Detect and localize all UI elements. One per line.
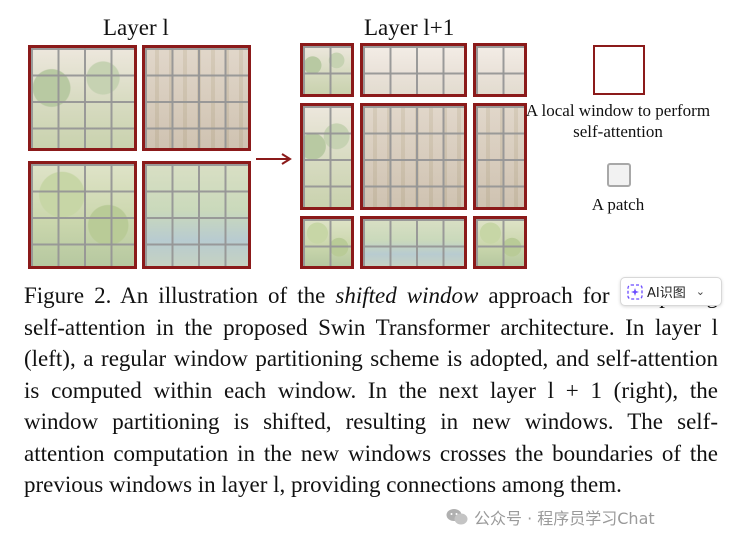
window <box>28 161 137 269</box>
window <box>360 216 467 269</box>
window <box>360 43 467 97</box>
window <box>473 43 527 97</box>
window <box>142 161 251 269</box>
legend-patch-swatch <box>607 163 631 187</box>
caption-body: approach for computing self-attention in… <box>24 283 719 497</box>
figure-caption: Figure 2. An illustration of the shifted… <box>24 280 718 501</box>
sparkle-icon <box>627 283 643 300</box>
window <box>360 103 467 210</box>
window <box>473 216 527 269</box>
watermark: 公众号 · 程序员学习Chat <box>446 505 655 529</box>
window <box>300 103 354 210</box>
window <box>142 45 251 151</box>
window <box>300 216 354 269</box>
ai-image-recognition-button[interactable]: AI识图 ⌄ <box>620 277 722 306</box>
window <box>28 45 137 151</box>
window <box>473 103 527 210</box>
layer-l-plus-1-title: Layer l+1 <box>364 15 455 40</box>
caption-prefix: Figure 2. An illustration of the <box>24 283 336 308</box>
arrow-icon <box>256 153 292 165</box>
legend-window-text: A local window to perform self-attention <box>525 101 711 141</box>
watermark-text: 公众号 · 程序员学习Chat <box>474 509 655 528</box>
layer-l-title: Layer l <box>103 15 169 40</box>
ai-button-label: AI识图 <box>647 286 686 301</box>
chevron-down-icon: ⌄ <box>695 285 705 298</box>
window <box>300 43 354 97</box>
legend-window-swatch <box>593 45 645 95</box>
legend-patch-text: A patch <box>591 195 645 214</box>
caption-emphasis: shifted window <box>335 283 479 308</box>
wechat-icon <box>446 509 468 525</box>
